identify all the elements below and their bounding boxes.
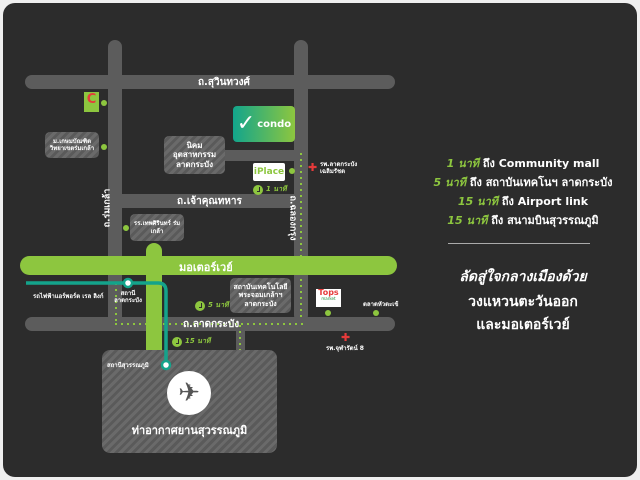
clock-icon [172, 336, 182, 347]
road-suwinthawong [25, 75, 395, 89]
route-dots [239, 325, 241, 351]
station-latkrabang-label: สถานี ลาดกระบัง [114, 290, 142, 305]
info-line: 15 นาที ถึง Airport link [457, 195, 589, 208]
school-debsirin: รร.เทพศิรินทร์ ร่มเกล้า [130, 214, 184, 241]
hospital-cross-icon: ✚ [341, 331, 351, 344]
kmitl: สถาบันเทคโนโลยี พระจอมเกล้าฯ ลาดกระบัง [230, 278, 291, 313]
road-label-suwinthawong: ถ.สุวินทวงศ์ [198, 77, 250, 88]
kasem-university: ม.เกษมบัณฑิต วิทยาเขตร่มเกล้า [45, 132, 99, 158]
location-dot [289, 168, 295, 174]
clock-icon [253, 184, 263, 195]
time-badge-5: 5 นาที [195, 300, 229, 311]
location-dot [123, 225, 129, 231]
checkmark-icon: ✓ [236, 111, 256, 136]
market-label: ตลาดหัวตะเข้ [363, 301, 399, 308]
road-chaokhunthahan [122, 194, 294, 208]
hospital-latkrabang: รพ.ลาดกระบัง เฉลิมรัชต [320, 161, 358, 176]
info-line: 1 นาที ถึง Community mall [446, 157, 600, 170]
route-dots [115, 323, 305, 325]
hospital-chularat: รพ.จุฬารัตน์ 8 [326, 345, 364, 352]
info-line: 5 นาที ถึง สถาบันเทคโนฯ ลาดกระบัง [433, 176, 613, 189]
industrial-estate: นิคม อุตสาหกรรม ลาดกระบัง [164, 136, 225, 174]
iplace-logo: iPlace [253, 163, 285, 181]
tops-sub-text: market [321, 296, 336, 301]
airport-rail-link-line [26, 277, 172, 371]
road-motorway [20, 256, 397, 275]
tagline-2: วงแหวนตะวันออก [468, 294, 578, 310]
hospital-cross-icon: ✚ [308, 161, 318, 174]
road-label-motorway: มอเตอร์เวย์ [179, 261, 233, 274]
clock-icon [195, 300, 205, 311]
location-dot [101, 144, 107, 150]
condo-logo: ✓ condo [233, 106, 295, 142]
location-dot [325, 310, 331, 316]
badge-text: 5 นาที [208, 301, 229, 309]
location-map: ถ.สุวินทวงศ์ ถ.ร่มเกล้า ถ.ฉลองกรุง ถ.เจ้… [3, 3, 637, 477]
location-dot [101, 100, 107, 106]
route-dots [300, 153, 302, 321]
airport-label: ท่าอากาศยานสุวรรณภูมิ [131, 424, 248, 437]
road-condo-access [222, 150, 294, 161]
badge-text: 15 นาที [185, 337, 211, 345]
route-dots [115, 283, 117, 323]
location-dot [373, 310, 379, 316]
badge-text: 1 นาที [266, 185, 287, 193]
station-suvarnabhumi-label: สถานีสุวรรณภูมิ [107, 362, 149, 369]
road-label-latkrabang: ถ.ลาดกระบัง [183, 319, 240, 330]
bigc-logo: C [84, 92, 99, 112]
arl-label: รถไฟฟ้าแอร์พอร์ต เรล ลิงก์ [33, 293, 104, 300]
tagline-1: ลัดสู่ใจกลางเมืองด้วย [459, 269, 587, 285]
condo-label: condo [257, 118, 292, 130]
tagline-3: และมอเตอร์เวย์ [476, 317, 570, 333]
divider [448, 243, 590, 244]
road-label-chaokhunthahan: ถ.เจ้าคุณทหาร [177, 196, 242, 207]
tops-text: Tops [318, 288, 339, 297]
airplane-icon: ✈ [167, 371, 211, 415]
time-badge-1: 1 นาที [253, 184, 287, 195]
time-badge-15: 15 นาที [172, 336, 211, 347]
info-line: 15 นาที ถึง สนามบินสุวรรณภูมิ [447, 214, 599, 227]
